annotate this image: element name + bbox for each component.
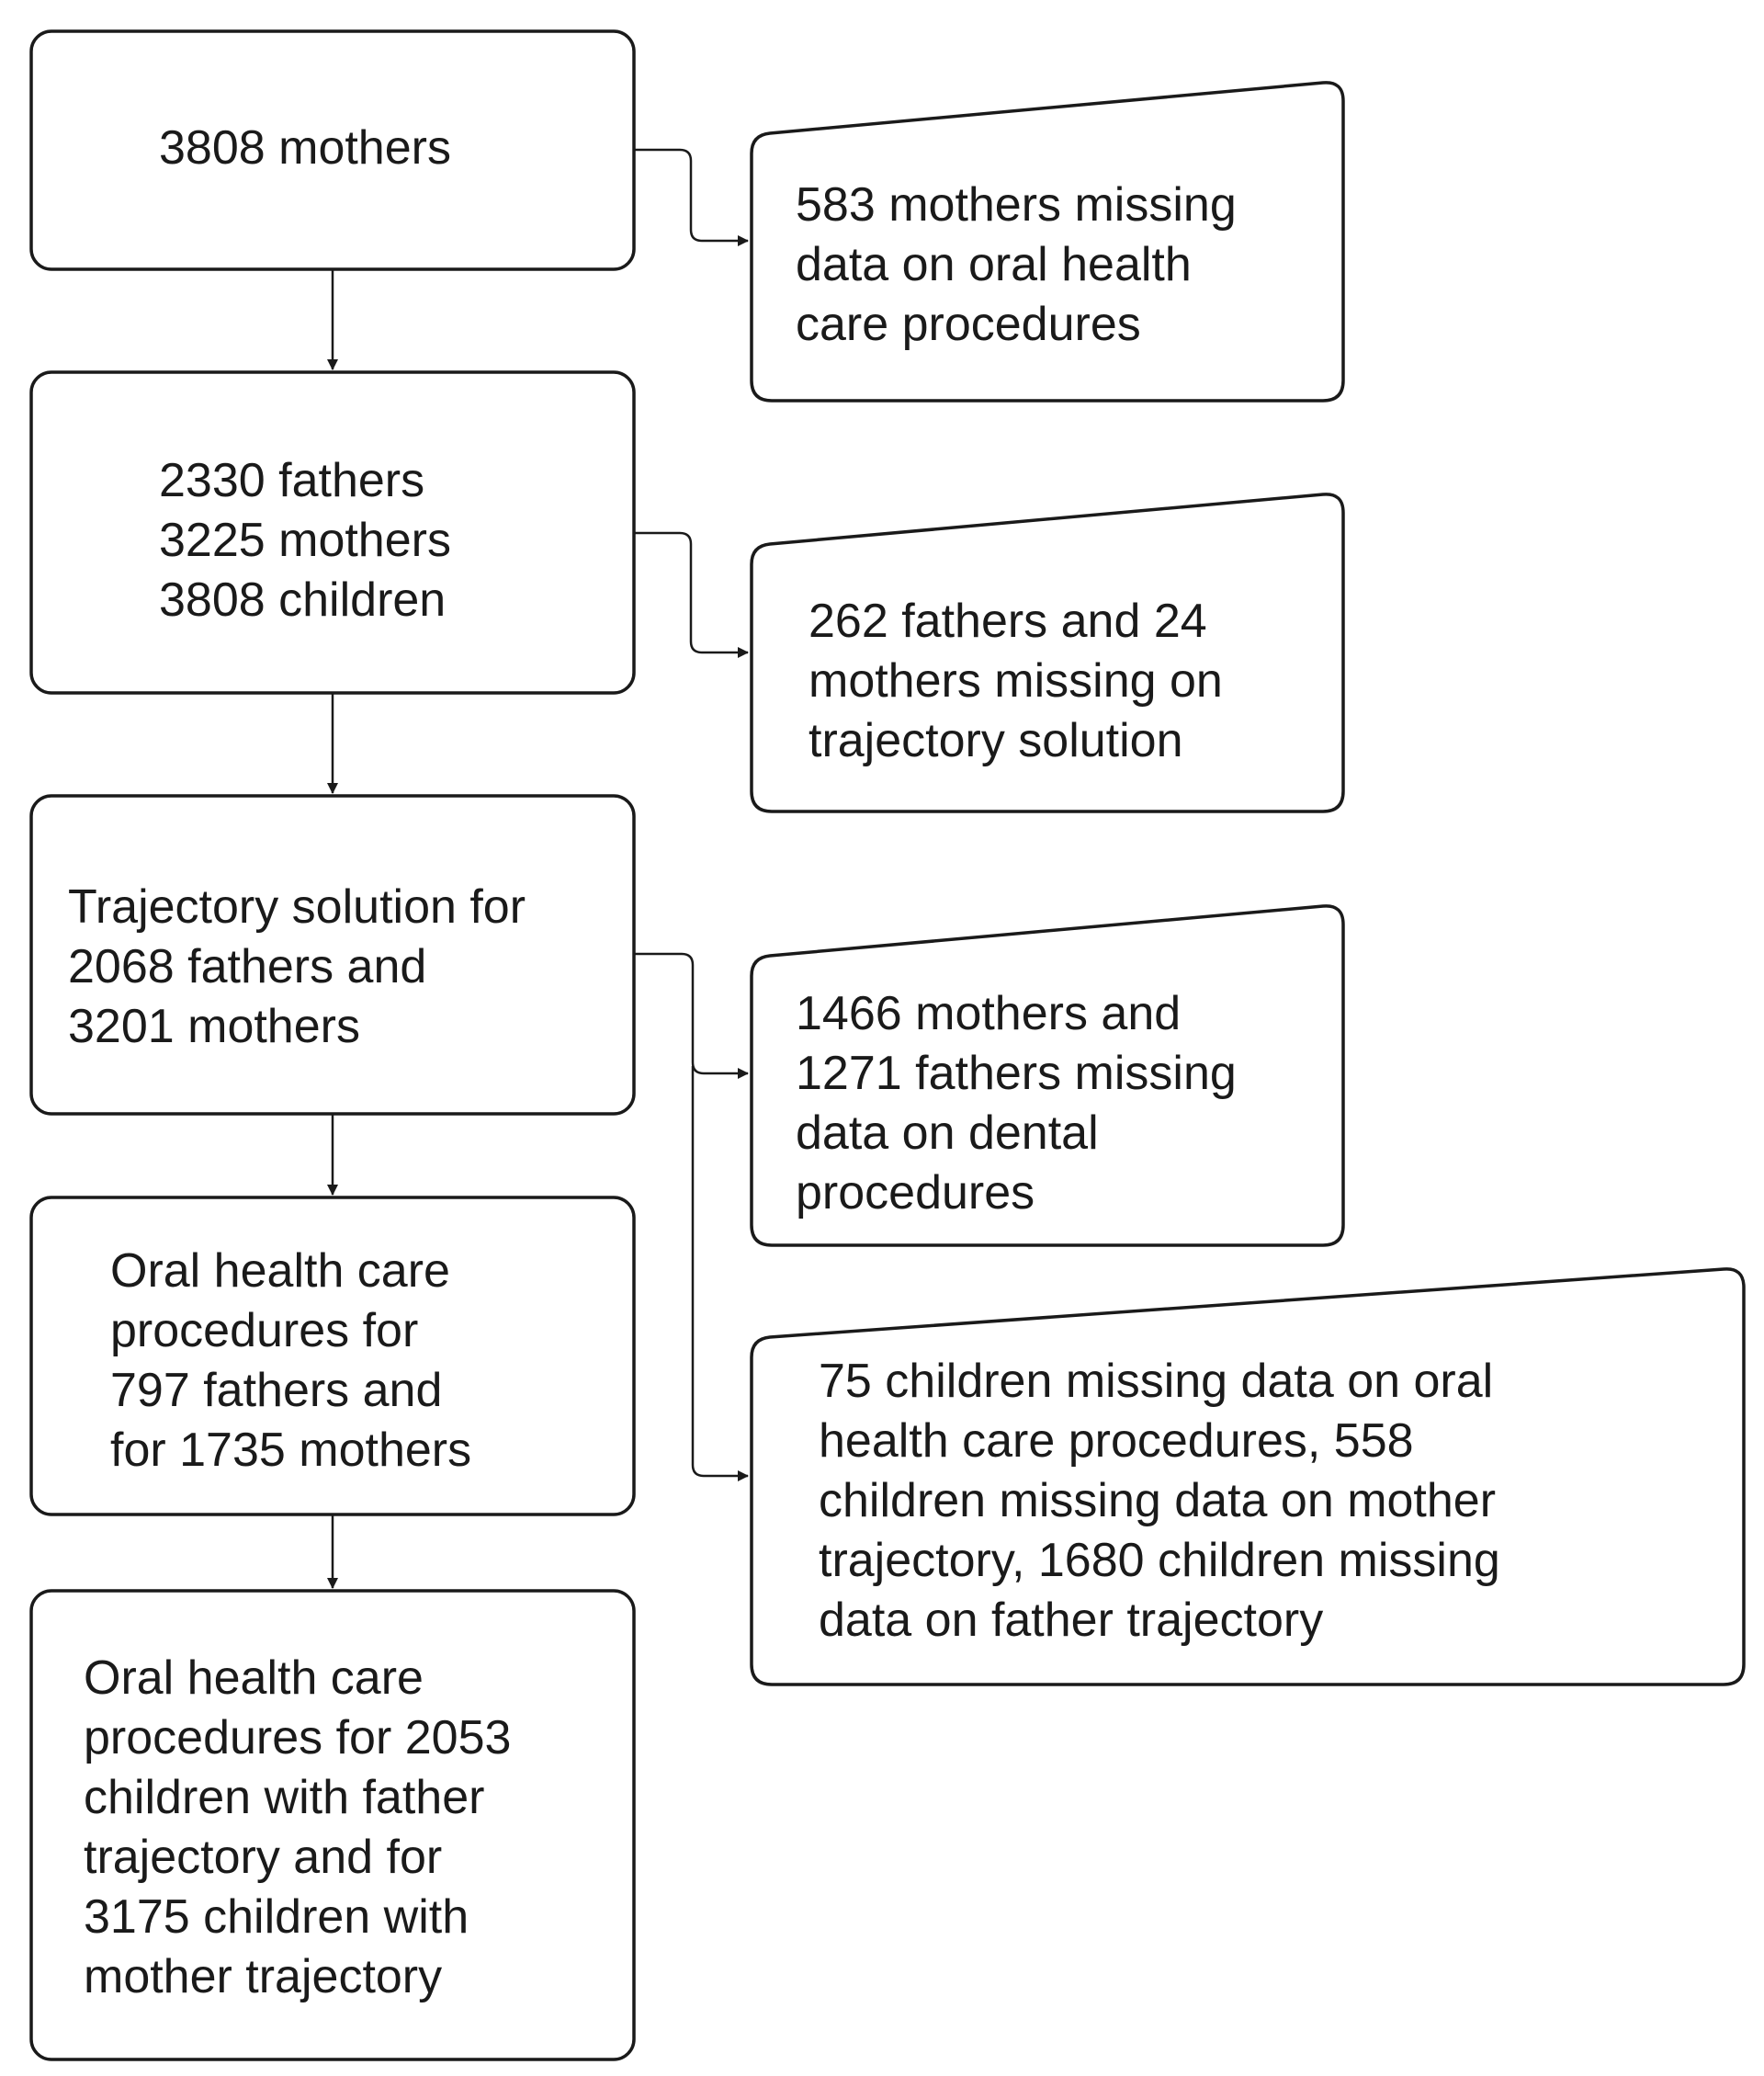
exclusion-1-line-1: 583 mothers missing <box>796 178 1237 232</box>
step-2-line-1: 2330 fathers <box>159 454 424 507</box>
exclusion-2-line-1: 262 fathers and 24 <box>808 595 1207 648</box>
step-box-4: Oral health care procedures for 797 fath… <box>29 1196 636 1516</box>
step-5-line-2: procedures for 2053 <box>84 1711 511 1764</box>
step-3-line-1: Trajectory solution for <box>68 880 526 934</box>
step-4-line-2: procedures for <box>110 1304 418 1357</box>
exclusion-3-line-4: procedures <box>796 1166 1035 1220</box>
exclusion-4-line-3: children missing data on mother <box>819 1474 1496 1527</box>
exclusion-4-line-5: data on father trajectory <box>819 1594 1323 1647</box>
step-3-line-2: 2068 fathers and <box>68 940 426 993</box>
exclusion-3-text: 1466 mothers and 1271 fathers missing da… <box>796 987 1250 1220</box>
step-5-text: Oral health care procedures for 2053 chi… <box>84 1651 525 2003</box>
exclusion-2-line-2: mothers missing on <box>808 654 1223 708</box>
exclusion-1-line-2: data on oral health <box>796 238 1192 291</box>
exclusion-1-line-3: care procedures <box>796 298 1141 351</box>
step-4-line-4: for 1735 mothers <box>110 1424 471 1477</box>
step-5-line-6: mother trajectory <box>84 1950 442 2003</box>
step-5-line-3: children with father <box>84 1771 484 1824</box>
step-3-text: Trajectory solution for 2068 fathers and… <box>68 880 539 1053</box>
step-1-line-1: 3808 mothers <box>159 121 451 175</box>
step-4-text: Oral health care procedures for 797 fath… <box>110 1244 471 1477</box>
exclusion-box-3: 1466 mothers and 1271 fathers missing da… <box>750 904 1345 1247</box>
step-5-line-1: Oral health care <box>84 1651 424 1705</box>
exclusion-4-line-4: trajectory, 1680 children missing <box>819 1534 1500 1587</box>
exclusion-box-2: 262 fathers and 24 mothers missing on tr… <box>750 493 1345 813</box>
exclusion-3-line-3: data on dental <box>796 1106 1099 1160</box>
arrow-step3-to-exclusion4 <box>691 1066 749 1481</box>
side-connectors <box>634 148 749 1481</box>
step-5-line-4: trajectory and for <box>84 1831 442 1884</box>
step-2-text: 2330 fathers 3225 mothers 3808 children <box>159 454 464 627</box>
exclusion-4-line-2: health care procedures, 558 <box>819 1414 1414 1468</box>
exclusion-2-line-3: trajectory solution <box>808 714 1183 767</box>
step-2-line-2: 3225 mothers <box>159 514 451 567</box>
arrow-step3-to-exclusion3 <box>634 952 749 1079</box>
step-2-line-3: 3808 children <box>159 573 446 627</box>
step-box-1: 3808 mothers <box>29 29 636 271</box>
arrow-step2-to-exclusion2 <box>634 531 749 658</box>
exclusion-3-line-2: 1271 fathers missing <box>796 1047 1237 1100</box>
arrow-step1-to-exclusion1 <box>634 148 749 246</box>
exclusion-2-text: 262 fathers and 24 mothers missing on tr… <box>808 595 1236 767</box>
step-box-2: 2330 fathers 3225 mothers 3808 children <box>29 370 636 695</box>
exclusion-4-line-1: 75 children missing data on oral <box>819 1355 1493 1408</box>
exclusion-3-line-1: 1466 mothers and <box>796 987 1181 1040</box>
step-4-line-3: 797 fathers and <box>110 1364 442 1417</box>
step-1-text: 3808 mothers <box>159 121 451 175</box>
step-box-5: Oral health care procedures for 2053 chi… <box>29 1589 636 2061</box>
step-box-3: Trajectory solution for 2068 fathers and… <box>29 794 636 1116</box>
exclusion-4-text: 75 children missing data on oral health … <box>819 1355 1513 1647</box>
exclusion-1-text: 583 mothers missing data on oral health … <box>796 178 1250 351</box>
exclusion-box-1: 583 mothers missing data on oral health … <box>750 81 1345 403</box>
step-3-line-3: 3201 mothers <box>68 1000 360 1053</box>
step-4-line-1: Oral health care <box>110 1244 450 1298</box>
exclusion-box-4: 75 children missing data on oral health … <box>750 1267 1746 1686</box>
step-5-line-5: 3175 children with <box>84 1890 469 1944</box>
